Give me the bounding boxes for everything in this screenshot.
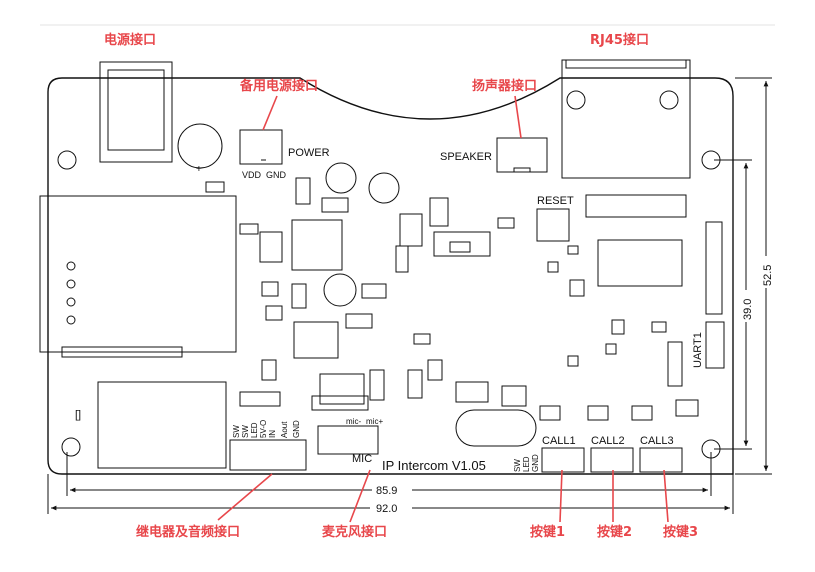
label-key3: 按键3 — [663, 524, 698, 540]
label-key1: 按键1 — [530, 524, 565, 540]
label-mic-port: 麦克风接口 — [322, 524, 387, 540]
reset-button — [536, 208, 570, 242]
label-speaker-port: 扬声器接口 — [472, 78, 537, 94]
call2-terminal — [590, 447, 634, 473]
call3-terminal — [639, 447, 683, 473]
label-relay-audio-port: 继电器及音频接口 — [136, 524, 240, 540]
sd-card-slot — [39, 195, 237, 358]
svg-text:LED: LED — [522, 456, 531, 472]
label-rj45-port: RJ45接口 — [590, 32, 649, 48]
svg-text:GND: GND — [531, 454, 540, 472]
svg-text:85.9: 85.9 — [376, 485, 397, 497]
call1-terminal — [541, 447, 585, 473]
pointer-mic — [349, 469, 371, 523]
reset-silk: RESET — [537, 195, 574, 207]
svg-text:LED: LED — [250, 422, 259, 438]
crystal — [455, 409, 537, 447]
mic-terminal — [317, 425, 379, 455]
dc-jack — [99, 61, 173, 163]
svg-text:92.0: 92.0 — [376, 503, 397, 515]
dimension-outer-height: 52.5 — [735, 77, 774, 475]
dimension-inner-height: 39.0 — [714, 159, 754, 450]
pointer-key3 — [663, 469, 669, 523]
top-band — [40, 24, 775, 26]
svg-text:GND: GND — [292, 420, 301, 438]
board-name-silk: IP Intercom V1.05 — [382, 458, 486, 473]
label-backup-power-port: 备用电源接口 — [239, 78, 318, 94]
svg-text:Aout: Aout — [280, 421, 289, 438]
cap-2 — [368, 172, 400, 204]
mic-silk: MIC — [352, 453, 372, 465]
left-marker: [] — [75, 409, 81, 421]
vdd-silk: VDD — [242, 170, 262, 180]
svg-text:52.5: 52.5 — [762, 265, 774, 286]
chip-flash — [585, 194, 687, 218]
cap-3 — [323, 273, 357, 307]
relay-module — [97, 381, 227, 469]
capacitor-large: + — [177, 123, 223, 175]
relay-audio-terminal — [229, 439, 307, 471]
mic-minus-silk: mic- — [346, 417, 361, 426]
svg-text:+: + — [196, 164, 202, 175]
speaker-silk: SPEAKER — [440, 151, 492, 163]
call2-silk: CALL2 — [591, 435, 625, 447]
svg-text:IN: IN — [268, 430, 277, 438]
pointer-backup-power — [262, 95, 278, 131]
module-right-strip — [705, 221, 723, 315]
svg-text:SW: SW — [513, 459, 522, 472]
key-pin-labels: SW LED GND — [513, 454, 540, 472]
svg-text:SW: SW — [241, 425, 250, 438]
chip-main — [597, 239, 683, 287]
pointer-key1 — [559, 469, 563, 523]
call3-silk: CALL3 — [640, 435, 674, 447]
dimension-outer-width: 92.0 — [47, 474, 734, 515]
board-outline — [47, 77, 734, 475]
call1-silk: CALL1 — [542, 435, 576, 447]
relay-pin-labels: SW SW LED 5V-O IN Aout GND — [232, 420, 301, 438]
mount-hole-bl — [61, 437, 81, 457]
label-power-port: 电源接口 — [104, 32, 156, 48]
mic-plus-silk: mic+ — [366, 417, 383, 426]
speaker-header — [496, 137, 548, 173]
svg-text:SW: SW — [232, 425, 241, 438]
rj45-connector — [561, 59, 691, 179]
pointer-relay-audio — [217, 473, 273, 521]
dimension-inner-width: 85.9 — [66, 452, 712, 497]
pointer-speaker — [514, 95, 522, 139]
uart-header — [705, 321, 725, 369]
power-silk: POWER — [288, 147, 330, 159]
chip-regulator — [291, 219, 343, 271]
gnd-silk: GND — [266, 170, 287, 180]
cap-1 — [325, 162, 357, 194]
svg-text:39.0: 39.0 — [742, 299, 754, 320]
uart-silk: UART1 — [692, 332, 704, 368]
mount-hole-tl — [57, 150, 77, 170]
label-key2: 按键2 — [597, 524, 632, 540]
power-header — [239, 129, 283, 165]
smd-parts — [205, 177, 699, 421]
svg-text:5V-O: 5V-O — [259, 420, 268, 438]
